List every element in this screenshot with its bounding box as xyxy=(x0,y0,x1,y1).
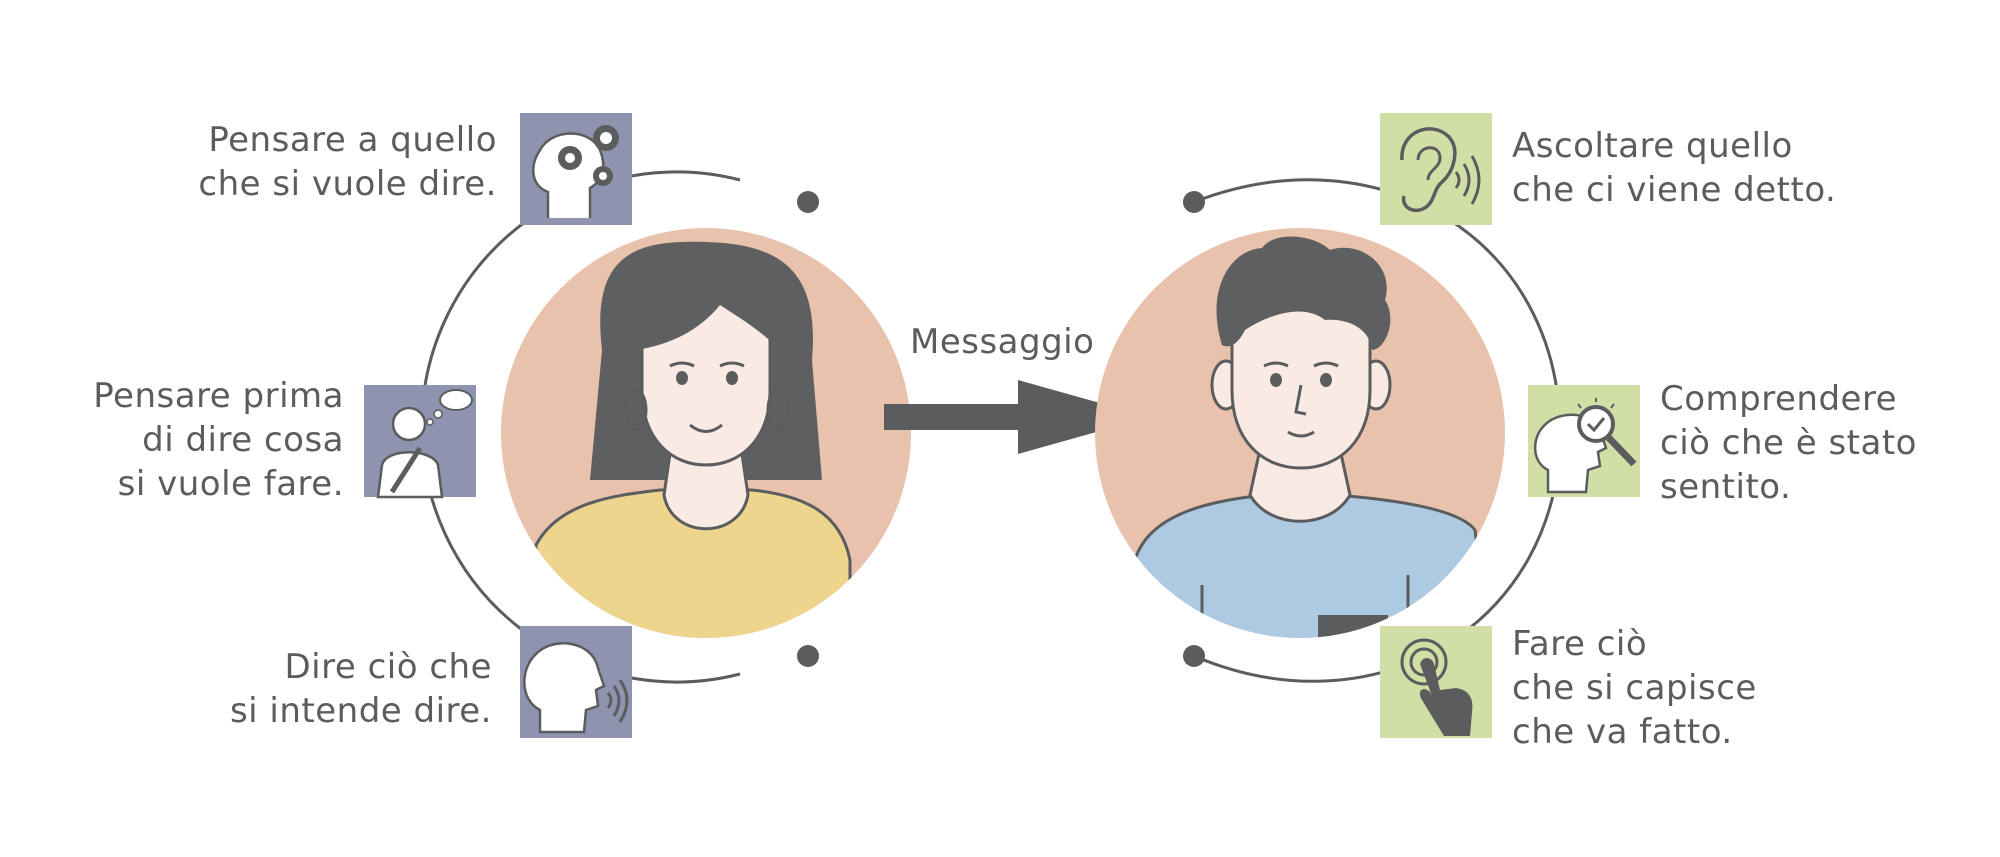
head-magnifier-icon xyxy=(1528,385,1640,497)
receiver-avatar xyxy=(1095,228,1505,638)
receiver-step-3-label: Fare ciò che si capisce che va fatto. xyxy=(1512,624,1757,752)
sender-step-3-label: Dire ciò che si intende dire. xyxy=(229,647,492,731)
receiver-step-1-label: Ascoltare quello che ci viene detto. xyxy=(1512,126,1837,210)
sender-ring-dot-top xyxy=(797,191,819,213)
sender-step-1-label: Pensare a quello che si vuole dire. xyxy=(198,120,497,204)
person-thinking-icon xyxy=(364,385,476,499)
hand-pressing-icon xyxy=(1380,626,1492,738)
sender-avatar xyxy=(501,228,911,638)
receiver-ring-dot-bottom xyxy=(1183,645,1205,667)
head-speaking-icon xyxy=(520,626,632,738)
sender-ring-dot-bottom xyxy=(797,645,819,667)
ear-listening-icon xyxy=(1380,113,1492,225)
arrow-label: Messaggio xyxy=(910,322,1095,362)
message-arrow xyxy=(884,380,1150,454)
sender-step-2-label: Pensare prima di dire cosa si vuole fare… xyxy=(93,376,344,504)
receiver-ring-dot-top xyxy=(1183,191,1205,213)
head-gears-icon xyxy=(520,113,632,225)
receiver-step-2-label: Comprendere ciò che è stato sentito. xyxy=(1660,379,1917,507)
